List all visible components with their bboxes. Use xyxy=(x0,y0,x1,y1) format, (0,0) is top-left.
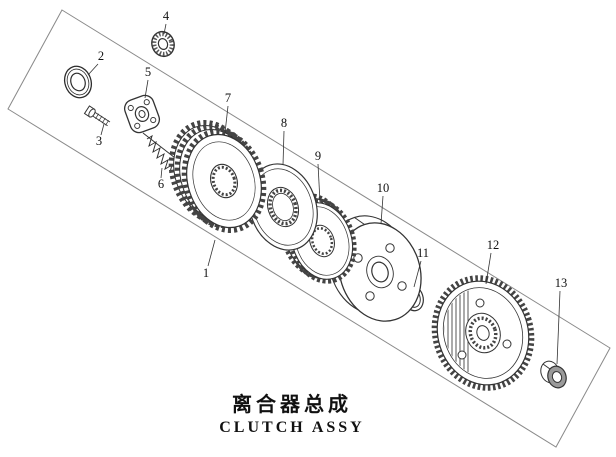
part-2-seal-ring xyxy=(63,65,93,99)
part-label-5: 5 xyxy=(145,65,151,79)
part-5-clutch-hub xyxy=(123,94,161,134)
leader-line-13 xyxy=(556,290,561,365)
leader-line-11 xyxy=(413,260,422,288)
title-english: CLUTCH ASSY xyxy=(219,419,365,436)
part-label-4: 4 xyxy=(163,9,170,23)
part-label-8: 8 xyxy=(281,116,287,130)
part-label-12: 12 xyxy=(487,238,500,252)
diagram-caption: 离合器总成 CLUTCH ASSY xyxy=(167,394,417,437)
part-label-13: 13 xyxy=(555,276,568,290)
title-chinese: 离合器总成 xyxy=(232,394,352,416)
part-labels: 1 2 3 4 5 6 7 8 9 10 11 12 13 xyxy=(96,9,567,290)
leader-line-12 xyxy=(485,252,492,285)
leader-line-10 xyxy=(380,195,384,225)
leader-line-9 xyxy=(317,163,321,203)
part-7-plate-stack xyxy=(168,120,267,233)
leader-lines xyxy=(87,23,561,365)
part-label-2: 2 xyxy=(98,49,104,63)
diagram-border-frame xyxy=(7,9,611,448)
part-12-clutch-basket xyxy=(431,275,535,391)
part-label-11: 11 xyxy=(417,246,429,260)
leader-line-3 xyxy=(100,123,105,136)
part-label-6: 6 xyxy=(158,177,164,191)
leader-line-2 xyxy=(87,63,99,76)
leader-line-1 xyxy=(207,239,216,267)
part-3-screw xyxy=(83,105,111,127)
part-13-bushing xyxy=(540,360,567,389)
leader-line-5 xyxy=(144,79,149,99)
part-label-10: 10 xyxy=(377,181,390,195)
leader-line-6 xyxy=(160,167,163,179)
part-label-3: 3 xyxy=(96,134,102,148)
leader-line-8 xyxy=(282,130,285,166)
part-8-steel-plate xyxy=(248,163,318,251)
leader-line-4 xyxy=(163,23,167,35)
part-label-7: 7 xyxy=(225,91,231,105)
part-label-1: 1 xyxy=(203,266,209,280)
leader-line-7 xyxy=(224,105,229,134)
part-label-9: 9 xyxy=(315,149,321,163)
part-4-lock-nut xyxy=(151,30,175,58)
